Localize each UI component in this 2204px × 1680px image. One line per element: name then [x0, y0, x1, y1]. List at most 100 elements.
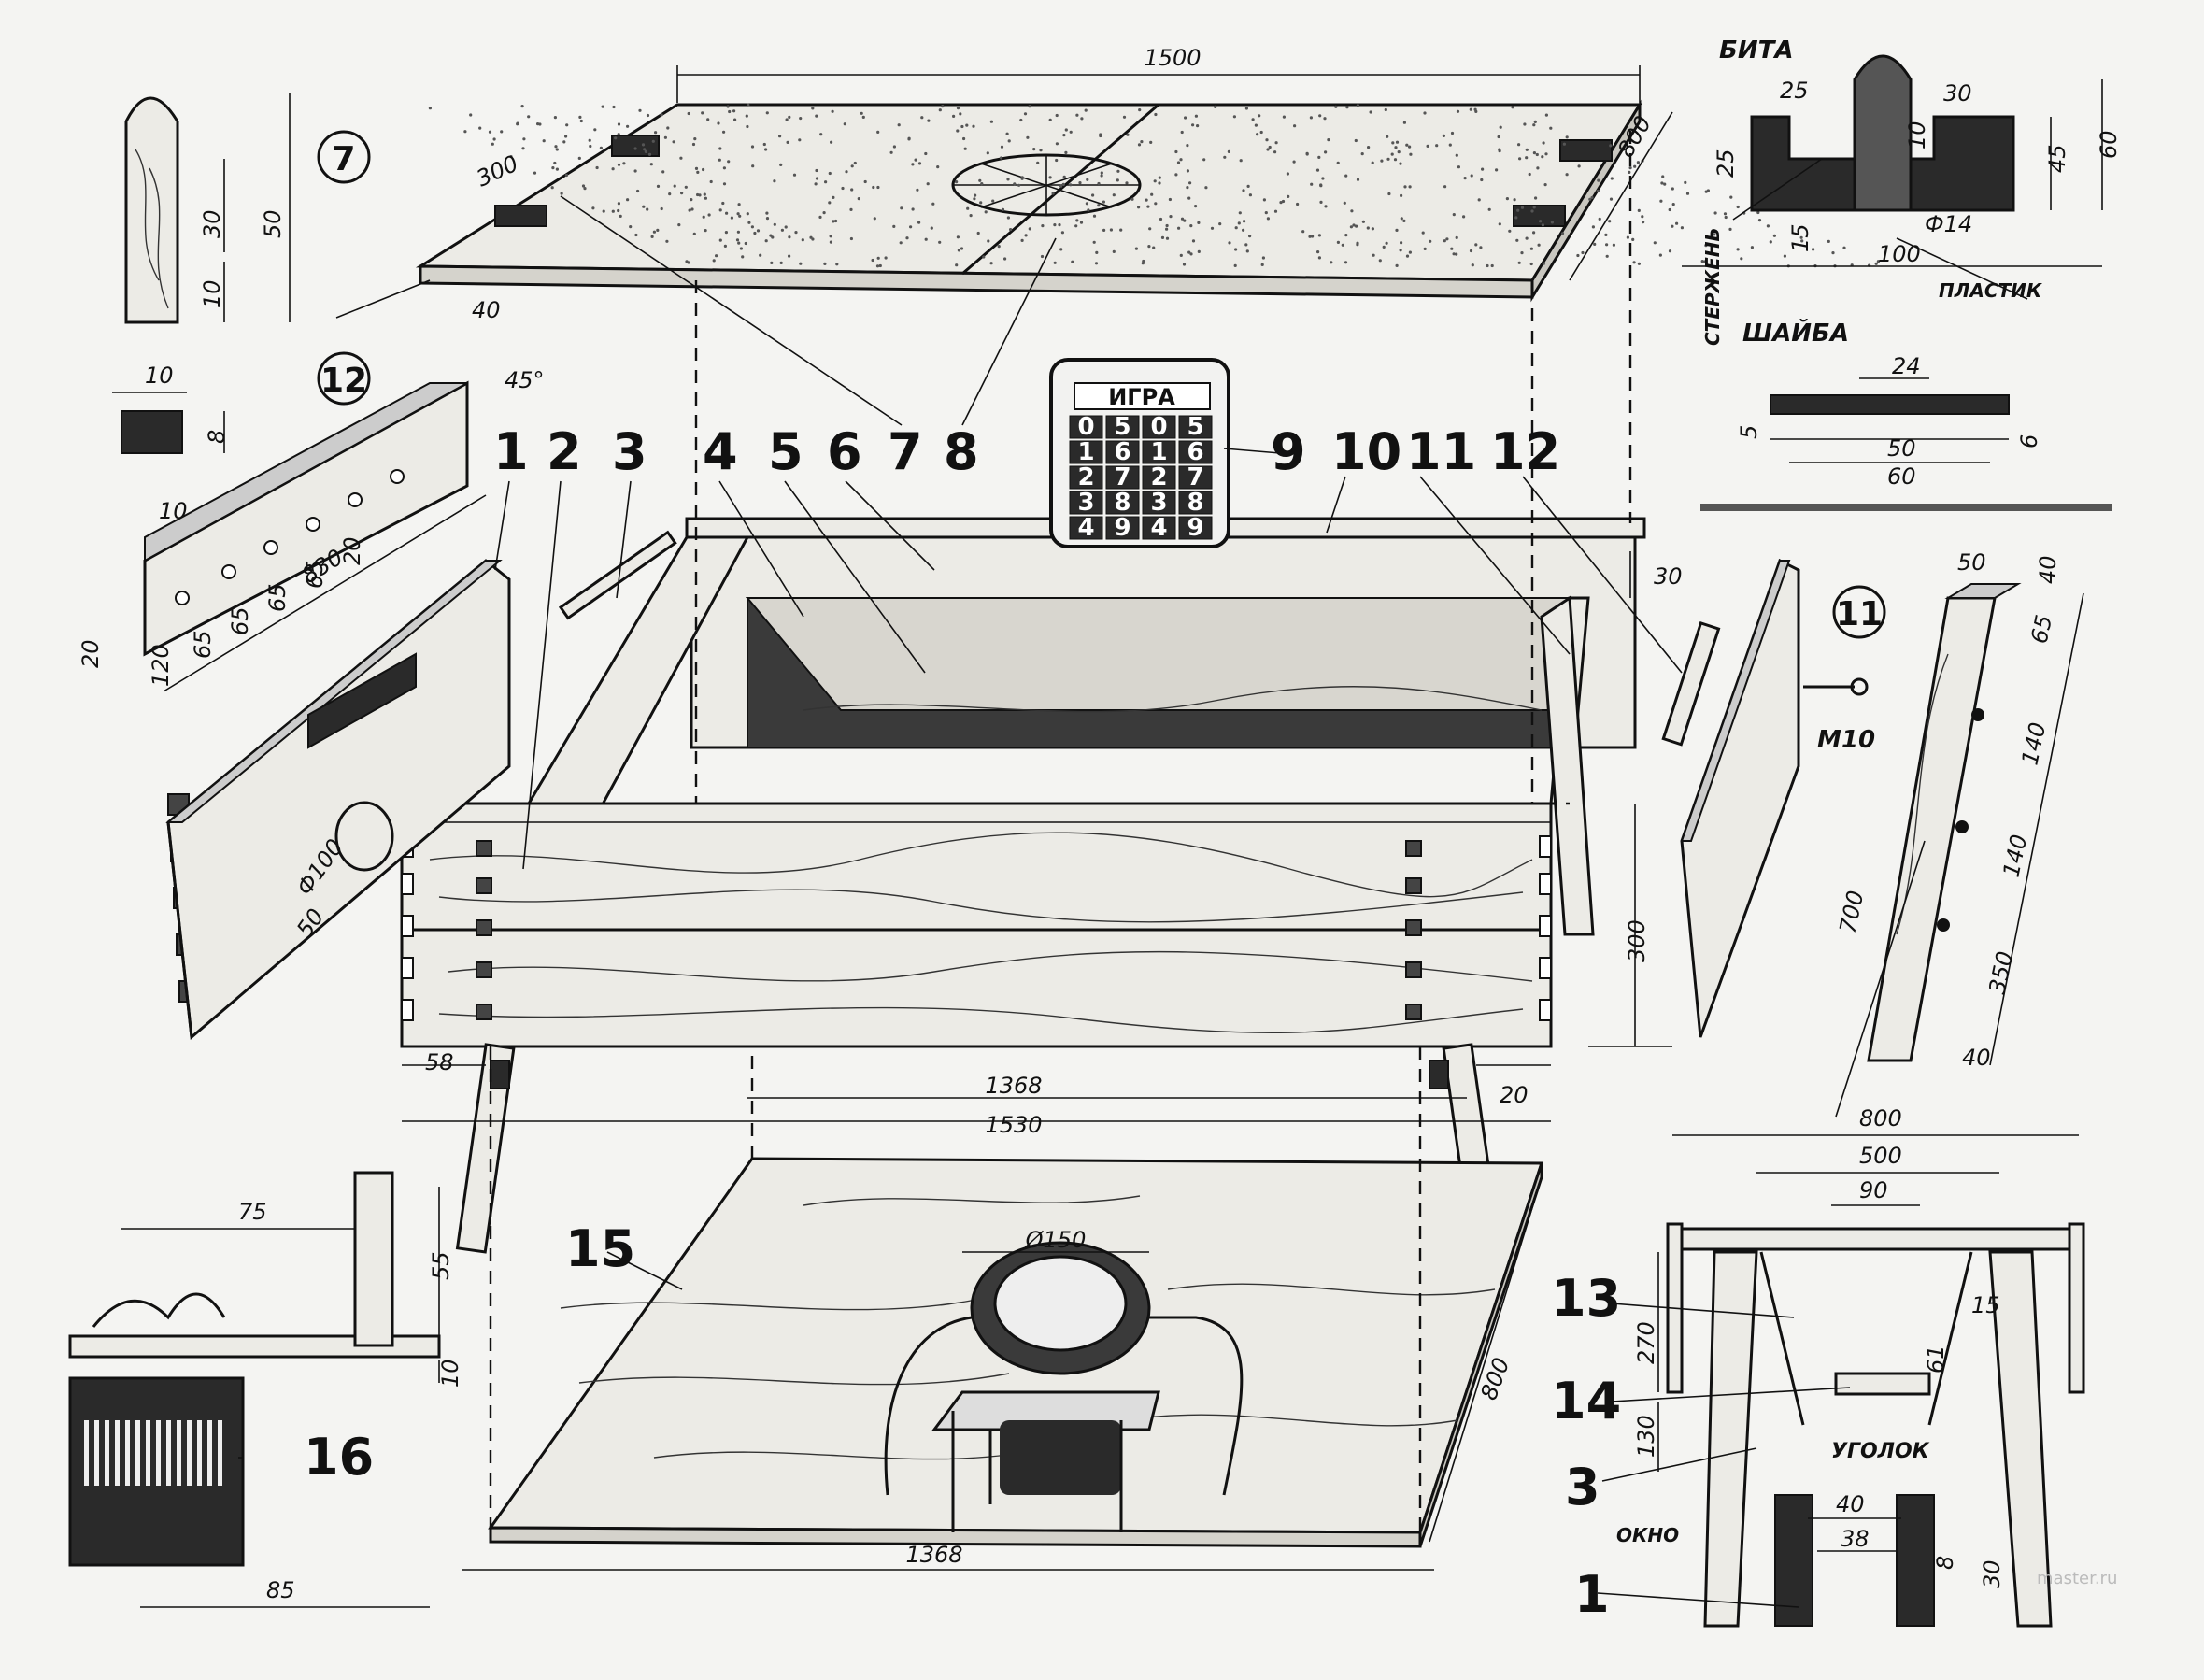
- surface-dot: [764, 148, 768, 151]
- surface-dot: [911, 207, 915, 211]
- surface-dot: [724, 231, 729, 235]
- surface-dot: [701, 111, 704, 115]
- surface-dot: [1254, 123, 1258, 127]
- surface-dot: [1071, 260, 1074, 263]
- surface-dot: [1032, 148, 1036, 151]
- dim-fan-d: Ø150: [1025, 1227, 1087, 1253]
- surface-dot: [1028, 227, 1031, 231]
- surface-dot: [1536, 166, 1540, 170]
- surface-dot: [979, 201, 983, 205]
- surface-dot: [1515, 238, 1519, 242]
- surface-dot: [815, 114, 818, 118]
- surface-dot: [811, 107, 815, 110]
- surface-dot: [1471, 263, 1474, 267]
- surface-dot: [872, 185, 875, 190]
- surface-dot: [1160, 235, 1165, 239]
- surface-dot: [688, 208, 691, 212]
- surface-dot: [1009, 228, 1013, 232]
- surface-dot: [956, 129, 960, 133]
- surface-dot: [492, 137, 496, 141]
- surface-dot: [1273, 150, 1277, 154]
- surface-dot: [1612, 243, 1615, 247]
- surface-dot: [956, 107, 960, 110]
- surface-dot: [1087, 208, 1090, 212]
- surface-dot: [1086, 178, 1089, 181]
- surface-dot: [1062, 175, 1066, 178]
- surface-dot: [1048, 176, 1052, 179]
- scoreboard-cell-value: 5: [1187, 413, 1203, 441]
- surface-dot: [1321, 177, 1325, 180]
- surface-dot: [1349, 225, 1353, 229]
- surface-dot: [1628, 166, 1632, 170]
- surface-dot: [550, 186, 554, 190]
- surface-dot: [1390, 152, 1394, 156]
- heatsink-rib: [187, 1420, 192, 1486]
- surface-dot: [651, 139, 655, 143]
- surface-dot: [917, 162, 922, 165]
- surface-dot: [1498, 149, 1501, 153]
- surface-dot: [770, 261, 774, 264]
- dim-top-len: 1500: [1144, 45, 1201, 71]
- surface-dot: [792, 173, 797, 177]
- surface-dot: [1525, 156, 1529, 160]
- surface-dot: [1626, 235, 1629, 239]
- surface-dot: [1661, 175, 1665, 178]
- scoreboard-cell: [1142, 516, 1176, 540]
- surface-dot: [1259, 130, 1263, 135]
- surface-dot: [1371, 227, 1374, 231]
- scoreboard-cell-value: 8: [1187, 489, 1203, 517]
- surface-dot: [702, 167, 705, 172]
- surface-dot: [1150, 192, 1154, 196]
- surface-dot: [1402, 219, 1406, 222]
- joint-peg: [476, 1004, 492, 1020]
- surface-dot: [830, 140, 833, 144]
- surface-dot: [1541, 223, 1544, 227]
- surface-dot: [799, 117, 803, 121]
- surface-dot: [1210, 226, 1215, 230]
- surface-dot: [1632, 261, 1636, 264]
- joint-slot: [401, 915, 414, 937]
- surface-dot: [920, 116, 924, 120]
- surface-dot: [707, 213, 711, 217]
- surface-dot: [491, 142, 494, 146]
- section-labels: БИТА ШАЙБА ПЛАСТИК СТЕРЖЕНЬ УГОЛОК ОКНО …: [1616, 36, 2043, 1546]
- surface-dot: [853, 161, 857, 165]
- surface-dot: [1671, 203, 1675, 206]
- dim-top-300: 300: [473, 150, 522, 192]
- surface-dot: [1391, 141, 1395, 145]
- surface-dot: [1529, 262, 1533, 266]
- surface-dot: [696, 192, 700, 197]
- surface-dot: [966, 206, 970, 210]
- surface-dot: [1380, 159, 1384, 163]
- surface-dot: [1812, 248, 1815, 251]
- surface-dot: [1174, 149, 1178, 154]
- surface-dot: [1286, 172, 1289, 176]
- surface-dot: [1344, 261, 1348, 264]
- table-top: [415, 99, 1880, 303]
- surface-dot: [1631, 237, 1635, 241]
- callout-5: 5: [768, 422, 803, 481]
- strip-hole: [390, 469, 405, 484]
- callout-3-frame: 3: [1565, 1458, 1600, 1516]
- dim-bita-d14: Ф14: [1925, 211, 1972, 237]
- surface-dot: [892, 145, 897, 149]
- surface-dot: [1062, 134, 1066, 137]
- surface-dot: [1750, 246, 1754, 249]
- dim-leg-65: 65: [2026, 613, 2057, 647]
- surface-dot: [722, 182, 727, 186]
- surface-dot: [779, 163, 783, 166]
- surface-dot: [679, 156, 683, 160]
- callout-4: 4: [703, 422, 738, 481]
- surface-dot: [1095, 250, 1099, 254]
- joint-peg: [476, 919, 492, 936]
- surface-dot: [1400, 241, 1403, 245]
- scoreboard-cell: [1105, 440, 1140, 464]
- dim-sh-50: 50: [1887, 435, 1916, 462]
- surface-dot: [617, 163, 621, 166]
- scoreboard-cell: [1105, 516, 1140, 540]
- scoreboard-cell-value: 6: [1114, 438, 1130, 466]
- surface-dot: [1180, 130, 1184, 135]
- surface-dot: [960, 247, 964, 250]
- surface-dot: [1668, 249, 1672, 253]
